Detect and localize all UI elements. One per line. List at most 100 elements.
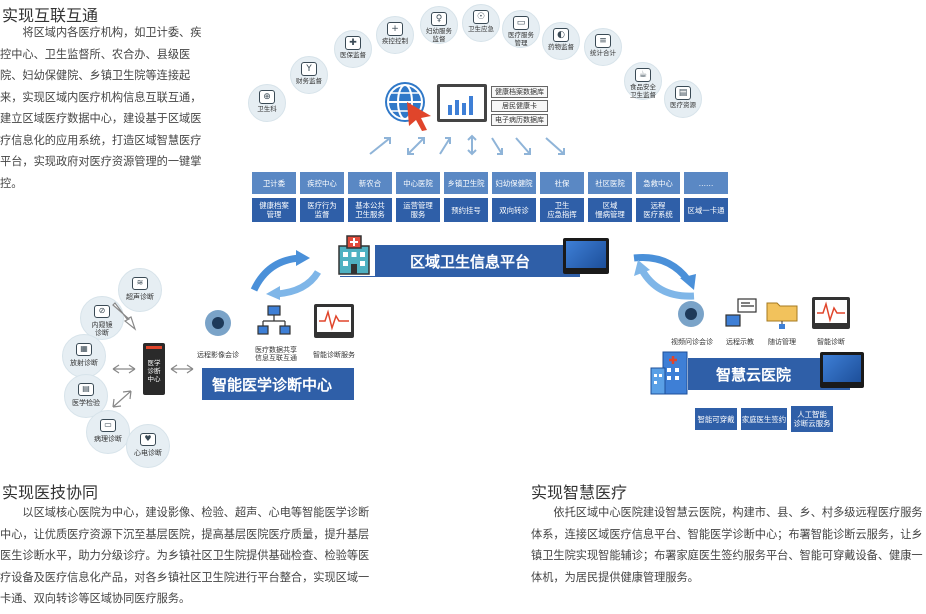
section-text-interconnect: 将区域内各医疗机构，如卫计委、疾控中心、卫生监督所、农合办、县级医院、妇幼保健院… bbox=[0, 26, 202, 190]
database-labels: 健康档案数据库 居民健康卡 电子病历数据库 bbox=[491, 86, 548, 126]
institution-box: 卫计委 bbox=[252, 172, 296, 194]
connection-arrows bbox=[369, 134, 565, 156]
institution-box: 社保 bbox=[540, 172, 584, 194]
ambulance-icon: ▭ bbox=[513, 16, 529, 30]
cloud-service-label: 远程示教 bbox=[726, 338, 754, 346]
cursor-icon bbox=[405, 100, 435, 136]
system-box: 区域 慢病管理 bbox=[588, 198, 632, 222]
department-label: 卫生应急 bbox=[468, 25, 494, 33]
food-safety-icon: ☕ bbox=[635, 68, 651, 82]
department-circle: ✚医保监督 bbox=[334, 30, 372, 68]
department-label: 医疗服务 管理 bbox=[508, 31, 534, 47]
institution-box: 社区医院 bbox=[588, 172, 632, 194]
section-title-smart: 实现智慧医疗 bbox=[531, 483, 628, 502]
cloud-tag: 家庭医生签约 bbox=[741, 408, 787, 430]
department-label: 药物监督 bbox=[548, 43, 574, 51]
system-box: 基本公共 卫生服务 bbox=[348, 198, 392, 222]
system-box: 区域一卡通 bbox=[684, 198, 728, 222]
diagnosis-circle: ♥ 心电诊断 bbox=[126, 424, 170, 468]
diagnostic-center-title: 智能医学诊断中心 bbox=[212, 375, 333, 394]
department-circle: ≡统计合计 bbox=[584, 28, 622, 66]
hospital-tower-icon bbox=[649, 350, 691, 396]
pill-icon: ◐ bbox=[553, 28, 569, 42]
ecg-icon: ♥ bbox=[140, 433, 156, 446]
platform-monitor bbox=[563, 238, 609, 274]
platform-banner: 区域卫生信息平台 bbox=[340, 245, 580, 277]
institution-box: 妇幼保健院 bbox=[492, 172, 536, 194]
diagnosis-monitor bbox=[314, 304, 354, 338]
department-circle: ▭医疗服务 管理 bbox=[502, 10, 540, 48]
diagnosis-circle: ▦ 放射诊断 bbox=[62, 334, 106, 378]
system-box: 卫生 应急指挥 bbox=[540, 198, 584, 222]
section-title-collaboration: 实现医技协同 bbox=[2, 483, 99, 502]
maternal-icon: ♀ bbox=[431, 12, 447, 26]
folder-icon bbox=[765, 297, 799, 331]
department-label: 医保监督 bbox=[340, 51, 366, 59]
cloud-service-label: 随访管理 bbox=[768, 338, 796, 346]
system-box: 运营管理 服务 bbox=[396, 198, 440, 222]
teaching-icon bbox=[724, 297, 758, 331]
cloud-tag: 人工智能 诊断云服务 bbox=[791, 406, 833, 432]
diagnosis-circle: ⊘内窥镜 诊断 bbox=[80, 296, 124, 340]
radiology-icon: ▦ bbox=[76, 343, 92, 356]
video-consult-icon bbox=[678, 301, 704, 327]
institution-row: 卫计委疾控中心新农合中心医院乡镇卫生院妇幼保健院社保社区医院急救中心…… bbox=[252, 172, 728, 194]
system-box: 双向转诊 bbox=[492, 198, 536, 222]
institution-box: 中心医院 bbox=[396, 172, 440, 194]
diagnostic-hub: 医学 诊断 中心 bbox=[143, 343, 165, 395]
emergency-icon: ☉ bbox=[473, 10, 489, 24]
diagnosis-label: 病理诊断 bbox=[94, 435, 122, 443]
department-label: 财务监督 bbox=[296, 77, 322, 85]
department-circle: ☉卫生应急 bbox=[462, 4, 500, 42]
department-label: 疾控控制 bbox=[382, 37, 408, 45]
system-box: 预约挂号 bbox=[444, 198, 488, 222]
hospital-building-icon bbox=[333, 232, 375, 276]
diagnosis-label: 超声诊断 bbox=[126, 293, 154, 301]
db-label: 电子病历数据库 bbox=[491, 114, 548, 126]
diagnosis-label: 心电诊断 bbox=[134, 449, 162, 457]
system-row: 健康档案 管理医疗行为 监督基本公共 卫生服务运营管理 服务预约挂号双向转诊卫生… bbox=[252, 198, 728, 222]
institution-box: …… bbox=[684, 172, 728, 194]
hub-label: 医学 诊断 中心 bbox=[147, 359, 161, 383]
right-sync-arrows bbox=[633, 253, 696, 300]
network-icon bbox=[256, 304, 292, 340]
disease-control-icon: + bbox=[387, 22, 403, 36]
institution-box: 新农合 bbox=[348, 172, 392, 194]
db-label: 健康档案数据库 bbox=[491, 86, 548, 98]
department-label: 统计合计 bbox=[590, 49, 616, 57]
lab-icon: ▤ bbox=[78, 383, 94, 396]
diagnosis-label: 放射诊断 bbox=[70, 359, 98, 367]
system-box: 健康档案 管理 bbox=[252, 198, 296, 222]
stats-icon: ≡ bbox=[595, 34, 611, 48]
cloud-service-label: 智能诊断 bbox=[817, 338, 845, 346]
institution-box: 疾控中心 bbox=[300, 172, 344, 194]
department-label: 妇幼服务 监督 bbox=[426, 27, 452, 43]
section-title-interconnect: 实现互联互通 bbox=[2, 6, 99, 25]
pathology-icon: ▭ bbox=[100, 419, 116, 432]
diagnostic-center-banner: 智能医学诊断中心 bbox=[202, 368, 354, 400]
department-label: 卫生科 bbox=[257, 105, 277, 113]
cloud-hospital-title: 智慧云医院 bbox=[716, 365, 792, 384]
department-circle: ☕食品安全 卫生监督 bbox=[624, 62, 662, 100]
department-circle: ◐药物监督 bbox=[542, 22, 580, 60]
hub-arrows bbox=[112, 302, 194, 408]
ultrasound-icon: ≋ bbox=[132, 277, 148, 290]
department-circle: +疾控控制 bbox=[376, 16, 414, 54]
institution-box: 急救中心 bbox=[636, 172, 680, 194]
endoscope-icon: ⊘ bbox=[94, 305, 110, 318]
cloud-monitor bbox=[820, 352, 864, 388]
resource-icon: ▤ bbox=[675, 86, 691, 100]
left-sync-arrows bbox=[250, 250, 322, 300]
department-circle: ▤医疗资源 bbox=[664, 80, 702, 118]
system-box: 远程 医疗系统 bbox=[636, 198, 680, 222]
cloud-service-label: 视频问诊会诊 bbox=[671, 338, 713, 346]
insurance-icon: ✚ bbox=[345, 36, 361, 50]
diagnosis-circle: ≋ 超声诊断 bbox=[118, 268, 162, 312]
analytics-monitor bbox=[437, 84, 487, 122]
department-label: 食品安全 卫生监督 bbox=[630, 83, 656, 99]
section-text-collaboration: 以区域核心医院为中心，建设影像、检验、超声、心电等智能医学诊断中心，让优质医疗资… bbox=[0, 506, 370, 605]
department-circle: ♀妇幼服务 监督 bbox=[420, 6, 458, 44]
finance-icon: Y bbox=[301, 62, 317, 76]
system-box: 医疗行为 监督 bbox=[300, 198, 344, 222]
